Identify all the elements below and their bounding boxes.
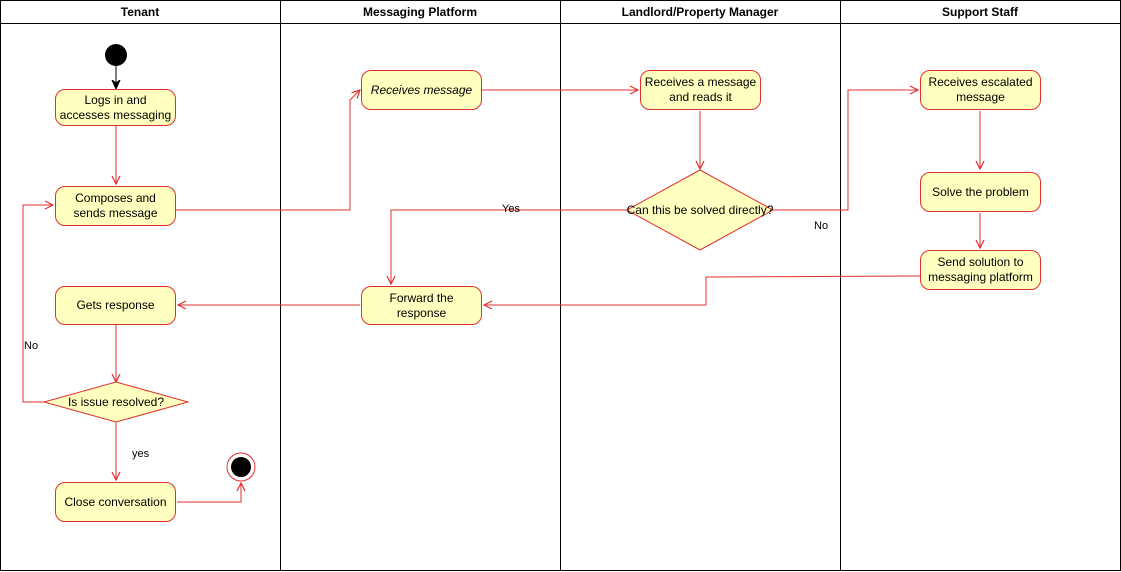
node-solve-problem[interactable]: Solve the problem (920, 172, 1041, 212)
edge-send-forward (484, 275, 921, 305)
node-close-conversation[interactable]: Close conversation (55, 482, 176, 522)
edge-decision-no (773, 90, 918, 211)
decision-issue-resolved-label: Is issue resolved? (67, 395, 165, 409)
edge-label-no-tenant: No (24, 340, 39, 352)
decision-issue-resolved[interactable] (42, 381, 190, 423)
edge-close-end (177, 483, 241, 503)
lane-header-support-staff: Support Staff (942, 5, 1018, 19)
decision-solved-directly-label: Can this be solved directly? (626, 203, 774, 217)
node-forward-response[interactable]: Forward the response (361, 286, 482, 325)
start-node (105, 44, 127, 66)
edge-decision-yes (391, 209, 628, 284)
end-node (226, 452, 256, 482)
edge-label-no-landlord: No (814, 220, 829, 232)
edge-compose-receives (176, 90, 360, 211)
lane-header-tenant: Tenant (120, 5, 160, 19)
node-receives-message[interactable]: Receives message (361, 70, 482, 110)
node-login[interactable]: Logs in and accesses messaging (55, 89, 176, 126)
lane-header-landlord: Landlord/Property Manager (621, 5, 779, 19)
lane-header-messaging-platform: Messaging Platform (362, 5, 478, 19)
decision-solved-directly[interactable] (625, 169, 775, 251)
node-compose[interactable]: Composes and sends message (55, 186, 176, 226)
edge-label-yes-tenant: yes (132, 448, 150, 460)
edge-label-yes-landlord: Yes (502, 203, 520, 215)
node-landlord-receives[interactable]: Receives a message and reads it (640, 70, 761, 110)
node-send-solution[interactable]: Send solution to messaging platform (920, 250, 1041, 290)
edge-resolved-no (22, 205, 53, 403)
node-gets-response[interactable]: Gets response (55, 286, 176, 325)
node-support-receives[interactable]: Receives escalated message (920, 70, 1041, 110)
